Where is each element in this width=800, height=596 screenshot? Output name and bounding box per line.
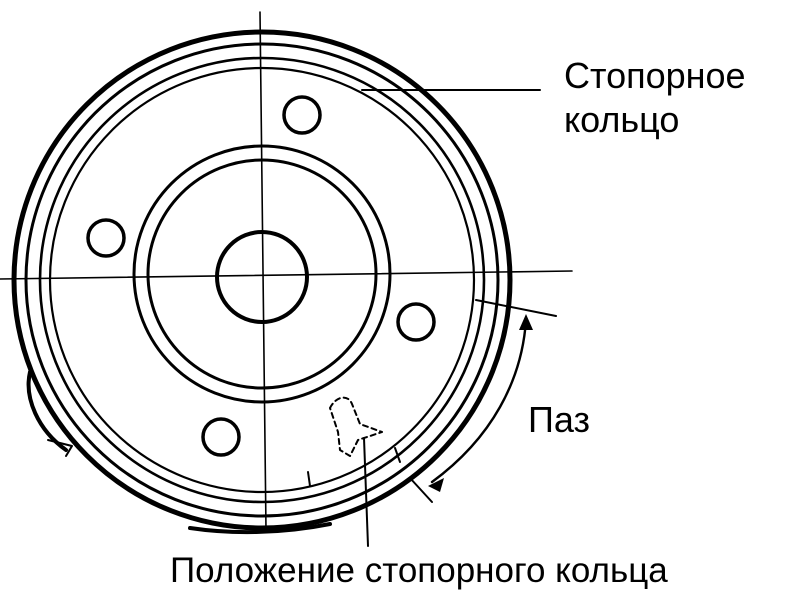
bolt-hole-top: [282, 95, 322, 135]
retaining-ring-inner: [48, 66, 476, 494]
groove-arc: [430, 318, 528, 484]
outer-ring-bottom-segment: [188, 522, 332, 535]
bolt-hole-right: [396, 302, 436, 342]
center-line-horizontal: [0, 270, 573, 280]
ring-gap-tick-2: [394, 447, 401, 463]
groove-arrow-up: [519, 314, 533, 330]
bolt-hole-left: [86, 218, 126, 258]
ring-gap-tick-1: [307, 471, 311, 487]
groove-tick-bottom: [409, 477, 433, 503]
ring-end-left: [26, 370, 68, 452]
label-ring-position: Положение стопорного кольца: [170, 551, 668, 590]
ring-position-marker: [329, 396, 383, 457]
outer-ring: [11, 29, 513, 531]
bolt-hole-bottom: [201, 417, 241, 457]
retaining-ring-outer: [38, 56, 486, 504]
label-groove: Паз: [528, 399, 590, 440]
groove-tick-top: [475, 299, 557, 317]
leader-ring-position: [363, 437, 369, 547]
outer-ring-inner: [24, 42, 500, 518]
label-retaining-ring-line1: Стопорное: [564, 55, 746, 96]
center-line-vertical: [259, 11, 267, 531]
ring-end-left-clip: [47, 439, 73, 457]
groove-arrow-down: [428, 478, 444, 492]
label-retaining-ring-line2: кольцо: [564, 99, 679, 140]
